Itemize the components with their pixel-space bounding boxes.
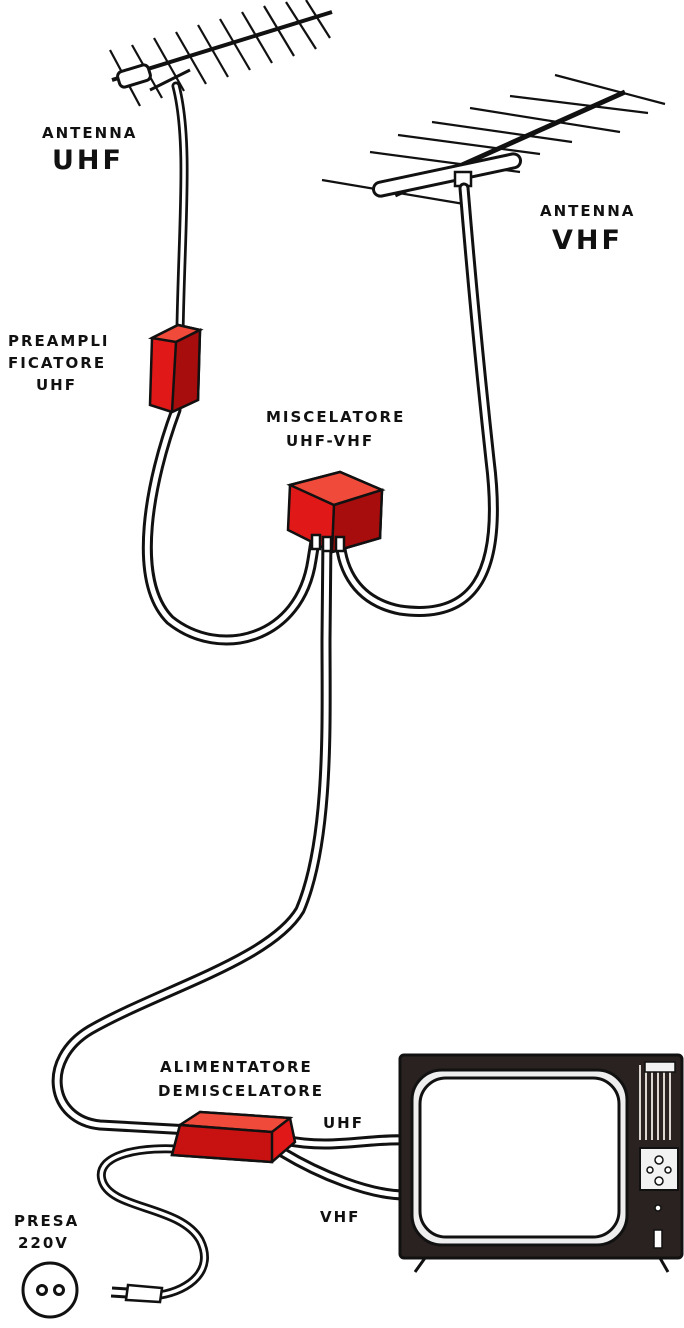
- power-supply-label-line2: DEMISCELATORE: [158, 1082, 324, 1101]
- tv-knob-icon: [655, 1156, 663, 1164]
- uhf-antenna: [110, 0, 332, 106]
- antenna-vhf-title: VHF: [552, 224, 623, 258]
- power-supply-label-line1: ALIMENTATORE: [160, 1058, 313, 1077]
- wall-socket: [23, 1263, 77, 1317]
- antenna-vhf-caption: ANTENNA: [540, 202, 635, 221]
- socket-icon: [23, 1263, 77, 1317]
- cable-vhf-label: VHF: [320, 1208, 360, 1227]
- antenna-uhf-title: UHF: [52, 144, 124, 178]
- uhf-antenna-elements: [110, 0, 330, 106]
- socket-label-line1: PRESA: [14, 1212, 79, 1231]
- vhf-folded-dipole: [372, 153, 522, 198]
- preamplifier-label-line1: PREAMPLI: [8, 332, 109, 351]
- power-supply-demixer: [172, 1112, 295, 1162]
- preamplifier-label-line2: FICATORE: [8, 354, 106, 373]
- mixer-label-line2: UHF-VHF: [286, 432, 374, 451]
- uhf-vhf-mixer: [288, 472, 382, 552]
- mains-plug: [111, 1285, 162, 1302]
- preamplifier-label-line3: UHF: [36, 376, 77, 395]
- tv-screen: [420, 1078, 619, 1237]
- antenna-uhf-caption: ANTENNA: [42, 124, 137, 143]
- uhf-preamplifier: [150, 325, 200, 412]
- vhf-antenna: [322, 75, 665, 205]
- television: [400, 1055, 682, 1272]
- socket-label-line2: 220V: [18, 1234, 69, 1253]
- mixer-label-line1: MISCELATORE: [266, 408, 405, 427]
- uhf-dipole: [116, 64, 151, 89]
- cable-uhf-label: UHF: [323, 1114, 364, 1133]
